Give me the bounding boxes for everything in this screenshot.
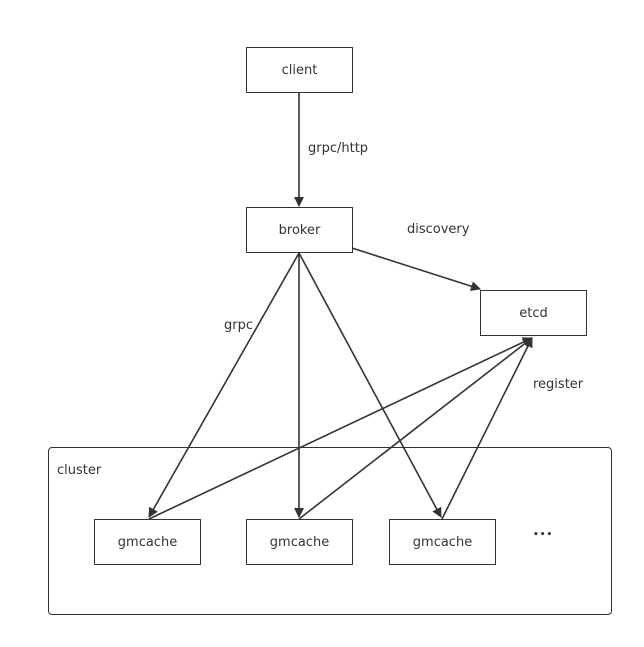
etcd-node: etcd <box>480 290 587 336</box>
edge-label-register: register <box>533 377 584 392</box>
gmcache-node-2: gmcache <box>246 519 353 565</box>
cluster-container <box>48 447 612 615</box>
broker-node: broker <box>246 207 353 253</box>
cluster-label: cluster <box>57 463 102 478</box>
edge-broker-gmcache-1 <box>148 252 300 518</box>
gmcache-node-3: gmcache <box>389 519 496 565</box>
edge-gmcache-1-etcd <box>148 337 533 520</box>
client-node: client <box>246 47 353 93</box>
edge-label-grpc: grpc <box>224 318 253 333</box>
edge-label-grpc-http: grpc/http <box>308 141 369 156</box>
edge-broker-gmcache-3 <box>298 252 442 518</box>
gmcache-node-1: gmcache <box>94 519 201 565</box>
edge-gmcache-3-etcd <box>441 337 533 520</box>
edge-broker-etcd <box>351 247 481 292</box>
more-nodes-ellipsis: ••• <box>533 530 554 540</box>
edge-gmcache-2-etcd <box>298 337 533 520</box>
edge-label-discovery: discovery <box>407 222 470 237</box>
